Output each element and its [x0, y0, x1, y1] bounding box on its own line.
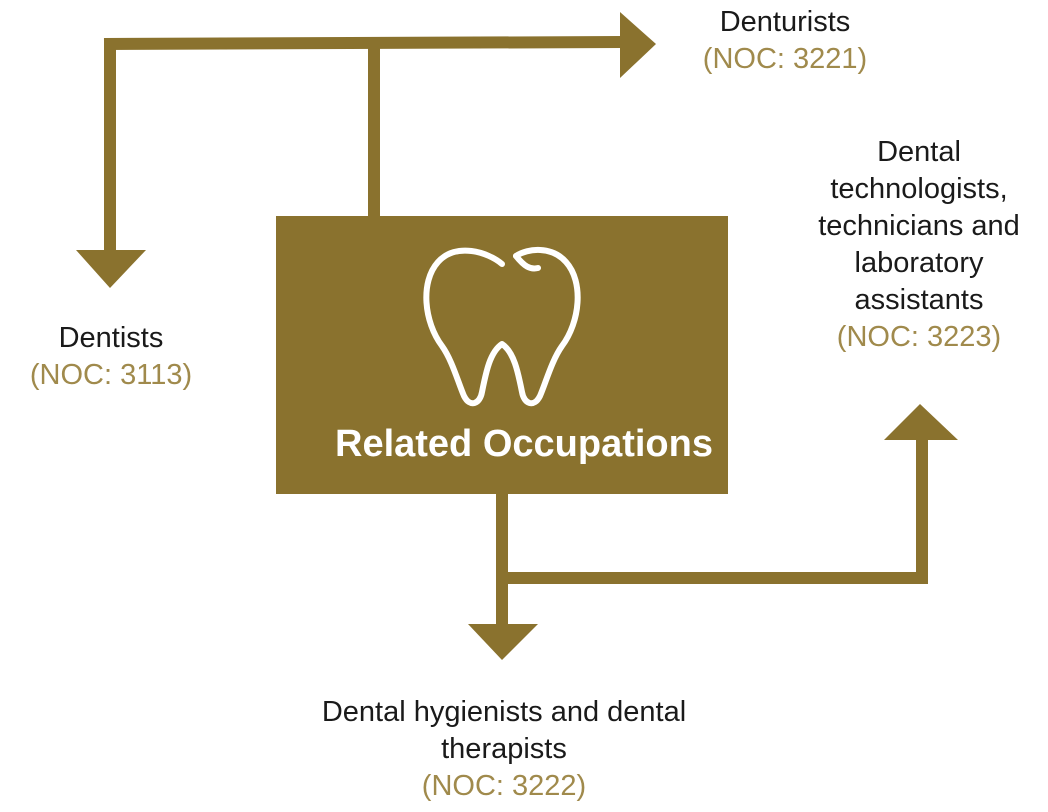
- occupation-name: Dental technologists, technicians and la…: [818, 136, 1020, 316]
- arrow-right-denturists: [620, 12, 656, 78]
- occupation-name: Dental hygienists and dental therapists: [321, 696, 687, 765]
- center-title: Related Occupations: [335, 423, 713, 465]
- occupation-name: Dentists: [58, 322, 164, 354]
- arrow-up-technologists: [884, 404, 958, 440]
- occupation-noc-code: (NOC: 3113): [29, 359, 193, 391]
- occupation-denturists: Denturists (NOC: 3221): [660, 4, 910, 78]
- occupation-noc-code: (NOC: 3222): [421, 770, 587, 802]
- occupation-noc-code: (NOC: 3223): [836, 321, 1002, 353]
- connector-top-horizontal: [103, 36, 623, 50]
- occupation-name: Denturists: [719, 6, 851, 38]
- arrow-down-dentists: [76, 250, 146, 288]
- occupation-dentists: Dentists (NOC: 3113): [0, 320, 222, 394]
- arrow-down-hygienists: [468, 624, 538, 660]
- occupation-noc-code: (NOC: 3221): [702, 43, 868, 75]
- occupation-technologists: Dental technologists, technicians and la…: [792, 134, 1046, 356]
- occupation-hygienists: Dental hygienists and dental therapists …: [280, 694, 728, 805]
- tooth-icon: [423, 247, 581, 407]
